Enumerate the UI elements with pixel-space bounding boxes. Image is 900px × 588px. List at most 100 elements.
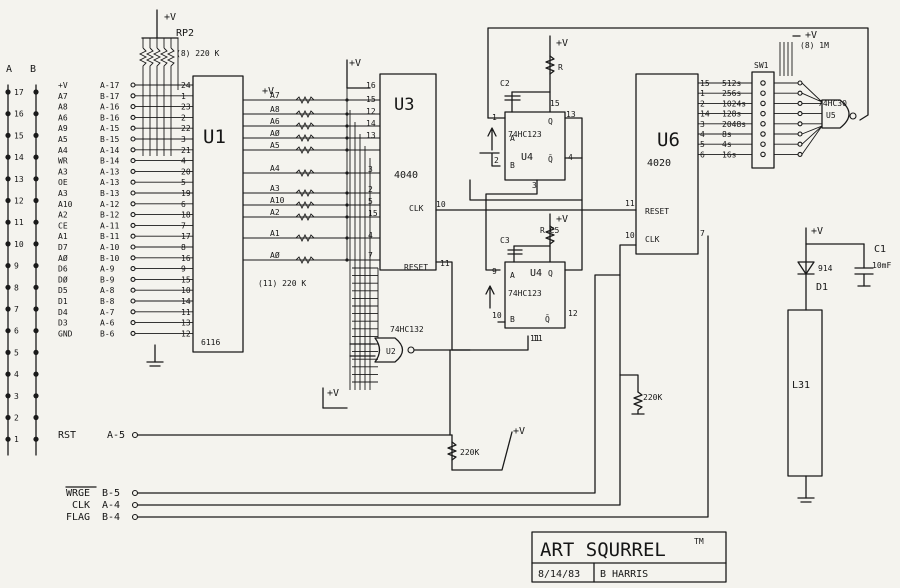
connector-pin-a: [5, 132, 11, 138]
u3-chip: U3 4040 CLK 10 RESET 11 1615121413325154…: [366, 73, 450, 272]
signal-terminal: [130, 190, 136, 196]
u1-pin-number: 23: [181, 103, 191, 112]
signal-name: A3: [58, 167, 68, 176]
connector-pin-b: [33, 371, 39, 377]
signal-name: D3: [58, 319, 68, 328]
connector-pin-number: 13: [14, 175, 24, 184]
connector-pin-b: [33, 111, 39, 117]
address-line-label: A1: [270, 229, 280, 238]
u1-pin-number: 12: [181, 329, 191, 338]
switch-terminal: [797, 90, 803, 96]
sw-supply: +V: [805, 30, 817, 41]
signal-name: A10: [58, 200, 73, 209]
u1-pin-number: 1: [181, 92, 186, 101]
u4b-pin11: 11: [533, 334, 543, 343]
signal-pin: A-10: [100, 243, 119, 252]
connector-pin-a: [5, 176, 11, 182]
signal-terminal: [130, 82, 136, 88]
connector-pin-b: [33, 132, 39, 138]
connector-pin-number: 12: [14, 197, 24, 206]
connector-pin-number: 4: [14, 370, 19, 379]
signal-name: GND: [58, 329, 73, 338]
connector-pin-b: [33, 414, 39, 421]
wrge-label: WRGE: [66, 488, 90, 499]
connector-pin-a: [5, 414, 11, 421]
d1-supply: +V: [811, 226, 823, 237]
u1-pin-number: 16: [181, 254, 191, 263]
address-line-label: A8: [270, 105, 280, 114]
connector-pin-number: 15: [14, 131, 24, 140]
u5-label: U5: [826, 111, 836, 120]
address-line-label: A4: [270, 164, 280, 173]
switch-contact: [760, 110, 766, 117]
clk-pin: A-4: [102, 500, 120, 511]
bus-supply: +V: [262, 86, 274, 97]
connector-pin-a: [5, 219, 11, 225]
signal-terminal: [130, 298, 136, 304]
signal-pin: A-7: [100, 308, 115, 317]
signal-name: DØ: [58, 274, 68, 284]
switch-contact: [760, 121, 766, 127]
u1-pin-number: 6: [181, 200, 186, 209]
u4a-in-a: A: [510, 134, 515, 143]
signal-pin: A-17: [100, 81, 119, 90]
signal-terminal: [130, 114, 136, 120]
c1-value: 10mF: [872, 261, 891, 270]
signal-terminal: [130, 320, 136, 326]
switch-contact: [760, 131, 766, 137]
r2-value: 220K: [643, 393, 662, 402]
rst-label: RST: [58, 430, 76, 441]
title-tm: TM: [694, 537, 704, 546]
u2-part: 74HC132: [390, 325, 424, 334]
u3-clk: CLK: [409, 204, 424, 213]
u4a-part: 74HC123: [508, 130, 542, 139]
u6-output-pin: 14: [700, 110, 710, 119]
connector-pin-b: [33, 197, 39, 204]
connector-pin-b: [33, 393, 39, 399]
u4b-in-b: B: [510, 315, 515, 324]
connector-pin-number: 8: [14, 283, 19, 292]
address-line-label: AØ: [270, 250, 280, 260]
signal-terminal: [130, 168, 136, 174]
signal-name: AØ: [58, 253, 68, 263]
u3-pin-number: 15: [368, 209, 378, 218]
signal-name: D6: [58, 265, 68, 274]
connector-pin-b: [33, 241, 39, 247]
connector-pin-b: [33, 176, 39, 182]
sw-res: (8) 1M: [800, 41, 829, 50]
u4a-q: Q: [548, 117, 553, 126]
u4a-cap: C2: [500, 79, 510, 88]
signal-terminal: [130, 276, 136, 282]
signal-pin: B-6: [100, 329, 115, 338]
connector-pin-a: [5, 154, 11, 160]
u2-gate: U2 74HC132 11: [374, 325, 540, 363]
u4b-pin12: 12: [568, 309, 578, 318]
connector-pin-b: [33, 219, 39, 225]
u1-pin-number: 21: [181, 146, 191, 155]
signal-pin: B-16: [100, 113, 119, 122]
signal-pin: A-14: [100, 146, 119, 155]
signal-pin: B-12: [100, 211, 119, 220]
signal-name: A5: [58, 135, 68, 144]
connector-pin-b: [33, 263, 39, 269]
connector-pin-b: [33, 436, 39, 442]
u4b-pin9: 9: [492, 267, 497, 276]
u3-pin-number: 5: [368, 197, 373, 206]
address-line-label: AØ: [270, 128, 280, 138]
u4b-chip: A B Q Q̄ 74HC123 U4 9 10 12 11: [485, 261, 578, 343]
u6-output-value: 128s: [722, 110, 741, 119]
signal-name: A1: [58, 232, 68, 241]
connector-pin-number: 9: [14, 262, 19, 271]
wrge-pin: B-5: [102, 488, 120, 499]
connector-pin-b: [33, 284, 39, 290]
connector-pin-a: [5, 241, 11, 247]
connector-pin-a: [5, 197, 11, 204]
signal-terminal: [130, 255, 136, 261]
u3-pin-number: 7: [368, 251, 373, 260]
signal-pin: A-13: [100, 178, 119, 187]
u4a-pin15: 15: [550, 99, 560, 108]
signal-pin: A-16: [100, 103, 119, 112]
u1-pin-number: 22: [181, 124, 191, 133]
